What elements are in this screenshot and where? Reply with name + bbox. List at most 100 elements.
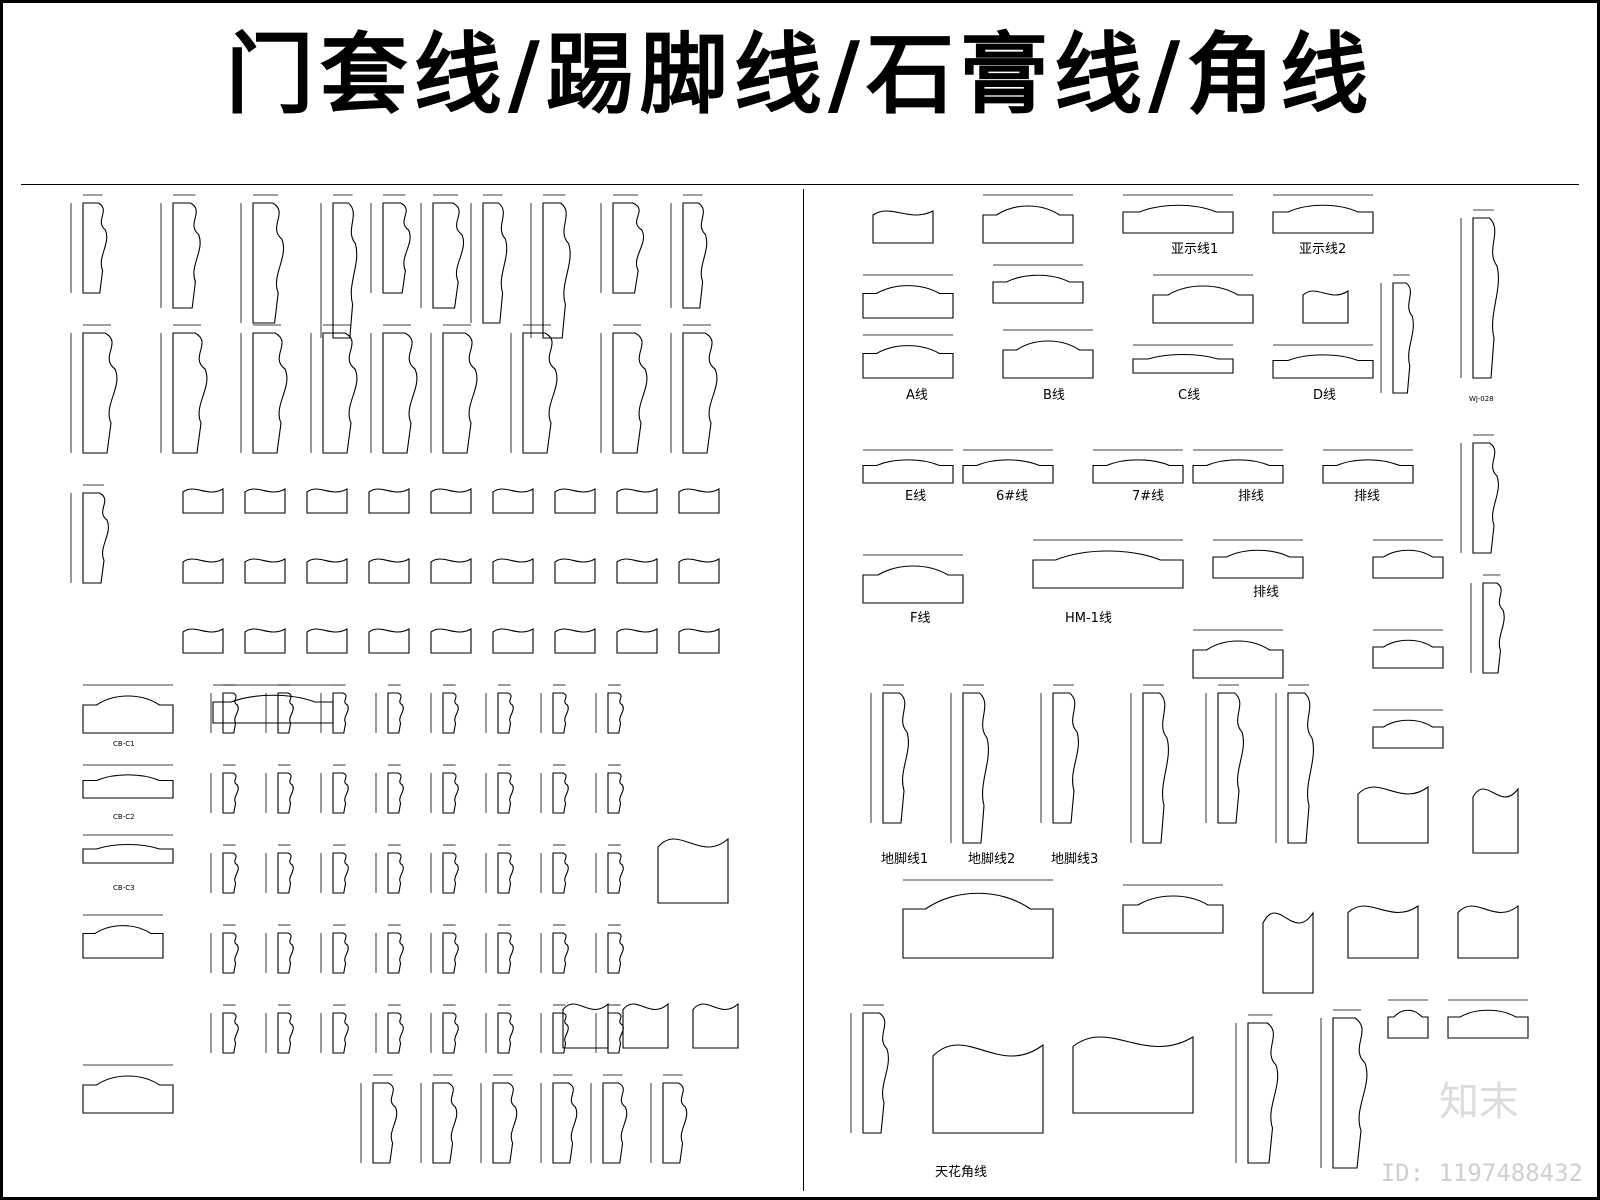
moulding-profile: [442, 692, 459, 734]
moulding-profile: [277, 1012, 294, 1054]
moulding-profile: [678, 488, 720, 514]
moulding-profile: [222, 1012, 239, 1054]
moulding-profile: [492, 558, 534, 584]
moulding-profile: [277, 852, 294, 894]
moulding-profile: [552, 1012, 569, 1054]
moulding-profile: [542, 202, 571, 339]
moulding-profile: [492, 488, 534, 514]
moulding-profile: [182, 558, 224, 584]
moulding-profile: [430, 488, 472, 514]
label-thj: 天花角线: [935, 1164, 987, 1180]
moulding-profile: [482, 202, 508, 324]
moulding-profile: [82, 695, 174, 734]
moulding-profile: [497, 1012, 514, 1054]
moulding-profile: [616, 558, 658, 584]
moulding-profile: [612, 202, 644, 294]
moulding-profile: [252, 332, 288, 454]
moulding-profile: [607, 932, 624, 974]
moulding-profile: [332, 692, 349, 734]
page-title: 门套线/踢脚线/石膏线/角线: [225, 23, 1375, 126]
moulding-profile: [277, 932, 294, 974]
moulding-profile: [306, 488, 348, 514]
moulding-profile: [1122, 895, 1224, 934]
moulding-profile: [872, 210, 934, 244]
moulding-profile: [368, 628, 410, 654]
moulding-profile: [1387, 1009, 1429, 1039]
moulding-profile: [962, 459, 1054, 484]
moulding-profile: [607, 1012, 624, 1054]
moulding-profile: [497, 852, 514, 894]
moulding-profile: [1472, 217, 1499, 379]
moulding-profile: [552, 852, 569, 894]
moulding-profile: [1272, 204, 1374, 234]
label-f: F线: [910, 611, 930, 626]
label-e: E线: [905, 489, 926, 504]
moulding-profile: [678, 628, 720, 654]
moulding-profile: [622, 1002, 669, 1049]
moulding-profile: [902, 892, 1054, 959]
moulding-profile: [442, 1012, 459, 1054]
moulding-profile: [1357, 785, 1429, 844]
moulding-profile: [387, 692, 404, 734]
moulding-profile: [492, 628, 534, 654]
moulding-profile: [882, 692, 909, 824]
moulding-profile: [1372, 639, 1444, 669]
moulding-profile: [172, 202, 201, 309]
profile-sheet: 亚示线1 亚示线2 A线 B线 C线 D线 E线 6#线 7#线 排线 排线 F…: [70, 194, 1529, 1180]
moulding-profile: [616, 628, 658, 654]
moulding-profile: [430, 628, 472, 654]
moulding-profile: [212, 694, 334, 724]
moulding-profile: [497, 692, 514, 734]
moulding-profile: [1052, 692, 1079, 824]
moulding-profile: [607, 852, 624, 894]
moulding-profile: [552, 692, 569, 734]
moulding-profile: [1217, 692, 1244, 824]
moulding-profile: [1457, 904, 1519, 959]
label-pai2: 排线: [1354, 489, 1380, 504]
moulding-profile: [442, 932, 459, 974]
moulding-profile: [277, 692, 294, 734]
moulding-profile: [562, 1002, 609, 1049]
moulding-profile: [1212, 549, 1304, 579]
moulding-profile: [382, 202, 411, 294]
moulding-profile: [82, 925, 164, 959]
moulding-profile: [222, 772, 239, 814]
moulding-profile: [616, 488, 658, 514]
moulding-profile: [82, 1075, 174, 1114]
moulding-profile: [862, 459, 954, 484]
moulding-profile: [82, 774, 174, 799]
moulding-profile: [82, 844, 174, 864]
moulding-profile: [1002, 340, 1094, 379]
moulding-profile: [182, 488, 224, 514]
profile-group: [70, 194, 1529, 1169]
moulding-profile: [492, 1082, 518, 1164]
moulding-profile: [1372, 719, 1444, 749]
label-a: A线: [906, 388, 928, 403]
moulding-profile: [1272, 354, 1374, 379]
moulding-profile: [552, 772, 569, 814]
moulding-profile: [442, 852, 459, 894]
moulding-profile: [1247, 1022, 1279, 1164]
moulding-profile: [657, 837, 729, 904]
moulding-profile: [1287, 692, 1314, 844]
label-pai3: 排线: [1253, 585, 1279, 600]
moulding-profile: [862, 565, 964, 604]
moulding-profile: [612, 332, 648, 454]
moulding-profile: [1472, 442, 1499, 554]
moulding-profile: [244, 488, 286, 514]
moulding-profile: [82, 332, 118, 454]
moulding-profile: [1192, 640, 1284, 679]
watermark-brand: 知末: [1439, 1079, 1519, 1125]
label-dj1: 地脚线1: [881, 851, 928, 867]
moulding-profile: [1322, 459, 1414, 484]
moulding-profile: [554, 628, 596, 654]
moulding-profile: [1472, 787, 1519, 854]
label-dj3: 地脚线3: [1051, 851, 1098, 867]
moulding-profile: [522, 332, 558, 454]
moulding-profile: [442, 332, 478, 454]
label-d: D线: [1313, 388, 1336, 403]
moulding-profile: [277, 772, 294, 814]
label-b: B线: [1043, 388, 1065, 403]
sheet-divider: [803, 189, 804, 1191]
moulding-profile: [1032, 550, 1184, 589]
